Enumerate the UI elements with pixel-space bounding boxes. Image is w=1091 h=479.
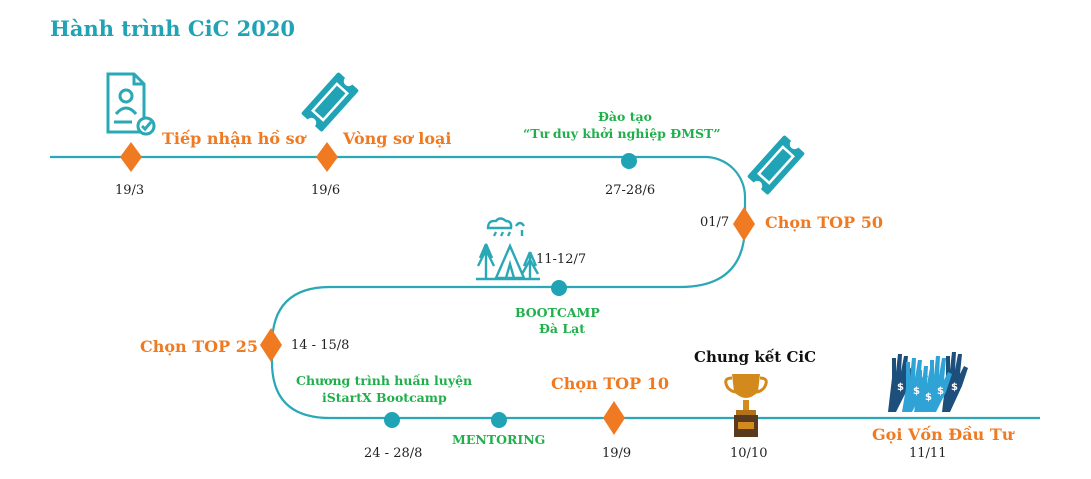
milestone-label-dao-tao-line2: “Tư duy khởi nghiệp ĐMST” (523, 126, 721, 141)
milestone-date-top10: 19/9 (602, 446, 632, 461)
milestone-label-huan-luyen-line1: Chương trình huấn luyện (296, 373, 473, 388)
milestone-diamond (260, 328, 282, 362)
milestone-date-dao-tao: 27-28/6 (605, 183, 656, 198)
milestone-dot (491, 412, 507, 428)
ticket-icon (301, 72, 359, 132)
document-user-icon (106, 72, 156, 136)
camping-tent-icon (476, 217, 540, 281)
milestone-label-chung-ket: Chung kết CiC (694, 348, 817, 366)
milestone-date-huan-luyen: 24 - 28/8 (364, 446, 423, 461)
raised-hands-money-icon: $ $ $ $ $ (888, 352, 968, 412)
timeline-path (50, 155, 1040, 420)
milestone-label-vong-so-loai: Vòng sơ loại (343, 129, 452, 148)
milestone-diamond (603, 401, 625, 435)
milestone-date-goi-von: 11/11 (909, 446, 947, 461)
milestone-date-bootcamp: 11-12/7 (536, 252, 587, 267)
milestone-label-tiep-nhan: Tiếp nhận hồ sơ (162, 129, 306, 148)
milestone-date-top25: 14 - 15/8 (291, 338, 350, 353)
milestone-date-vong-so-loai: 19/6 (311, 183, 341, 198)
svg-text:$: $ (897, 382, 904, 393)
milestone-date-chung-ket: 10/10 (730, 446, 768, 461)
milestone-label-bootcamp-line2: Đà Lạt (539, 321, 586, 336)
milestone-label-top10: Chọn TOP 10 (551, 374, 669, 393)
milestone-dot (384, 412, 400, 428)
ticket-icon (747, 135, 805, 195)
trophy-icon (724, 374, 768, 437)
svg-text:$: $ (913, 386, 920, 397)
milestone-label-bootcamp-line1: BOOTCAMP (515, 305, 600, 320)
svg-text:$: $ (937, 386, 944, 397)
milestone-label-mentoring: MENTORING (452, 432, 546, 447)
svg-text:$: $ (951, 382, 958, 393)
milestone-dot (551, 280, 567, 296)
milestone-label-goi-von: Gọi Vốn Đầu Tư (872, 425, 1014, 444)
milestone-diamond (120, 142, 142, 172)
milestone-date-tiep-nhan: 19/3 (115, 183, 145, 198)
milestone-label-dao-tao-line1: Đào tạo (598, 109, 652, 124)
milestone-label-top50: Chọn TOP 50 (765, 213, 883, 232)
milestone-label-huan-luyen-line2: iStartX Bootcamp (322, 390, 447, 405)
milestone-dot (621, 153, 637, 169)
page-title: Hành trình CiC 2020 (50, 16, 296, 41)
milestone-date-top50: 01/7 (700, 215, 730, 230)
milestone-diamond (316, 142, 338, 172)
milestone-diamond (733, 207, 755, 241)
milestone-label-top25: Chọn TOP 25 (140, 337, 258, 356)
svg-text:$: $ (925, 392, 932, 403)
